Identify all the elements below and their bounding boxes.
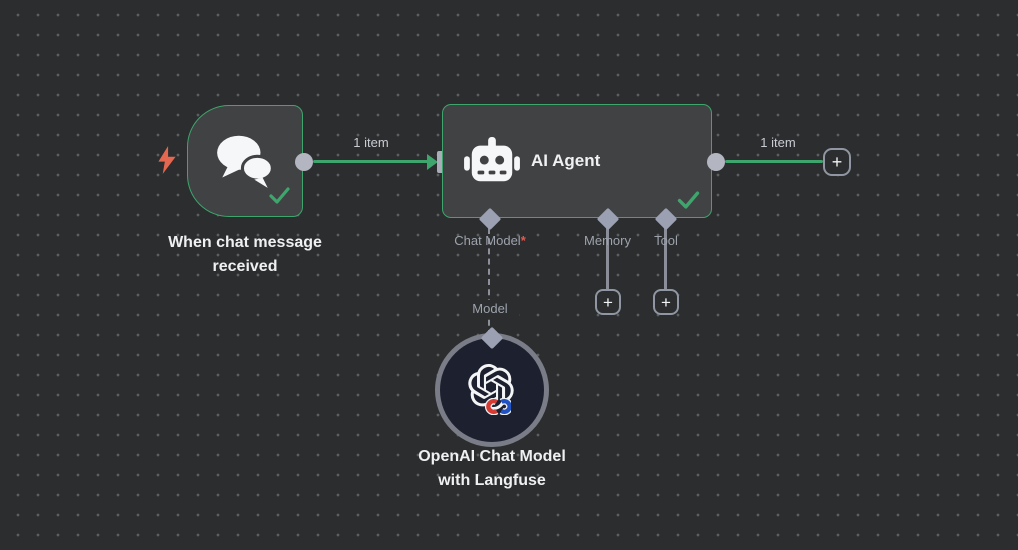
edge-items-count-label: 1 item [760, 135, 796, 150]
required-asterisk: * [520, 233, 526, 248]
model-edge-label: Model [461, 300, 519, 317]
node-ai-agent[interactable]: AI Agent [442, 104, 712, 218]
node-when-chat-message-received[interactable] [187, 105, 303, 217]
edge-trigger-to-agent [313, 160, 429, 163]
edge-tool-to-add [664, 227, 667, 290]
tool-port-label: Tool [654, 233, 678, 248]
trigger-output-connector[interactable] [295, 153, 313, 171]
success-check-icon [677, 191, 700, 214]
success-check-icon [269, 187, 290, 209]
add-next-node-button[interactable]: + [823, 148, 851, 176]
edge-model-to-agent [488, 228, 490, 336]
agent-node-title: AI Agent [531, 151, 601, 170]
edge-arrowhead-icon [427, 154, 438, 170]
chat-model-port-label: Chat Model* [454, 233, 526, 248]
edge-agent-to-add [725, 160, 823, 163]
plus-icon: + [661, 292, 671, 312]
plus-icon: + [603, 292, 613, 312]
lightning-trigger-icon [156, 146, 178, 179]
chat-bubbles-icon [213, 131, 277, 196]
edge-items-count-label: 1 item [353, 135, 389, 150]
agent-output-connector[interactable] [707, 153, 725, 171]
trigger-node-title: When chat message received [168, 234, 322, 275]
add-tool-button[interactable]: + [653, 289, 679, 315]
langfuse-links-badge-icon [484, 397, 514, 420]
edge-memory-to-add [606, 227, 609, 290]
model-node-title: OpenAI Chat Model with Langfuse [418, 448, 566, 489]
memory-port-label: Memory [584, 233, 631, 248]
robot-icon [463, 136, 521, 193]
node-openai-chat-model[interactable] [435, 333, 549, 447]
add-memory-button[interactable]: + [595, 289, 621, 315]
plus-icon: + [831, 152, 843, 172]
